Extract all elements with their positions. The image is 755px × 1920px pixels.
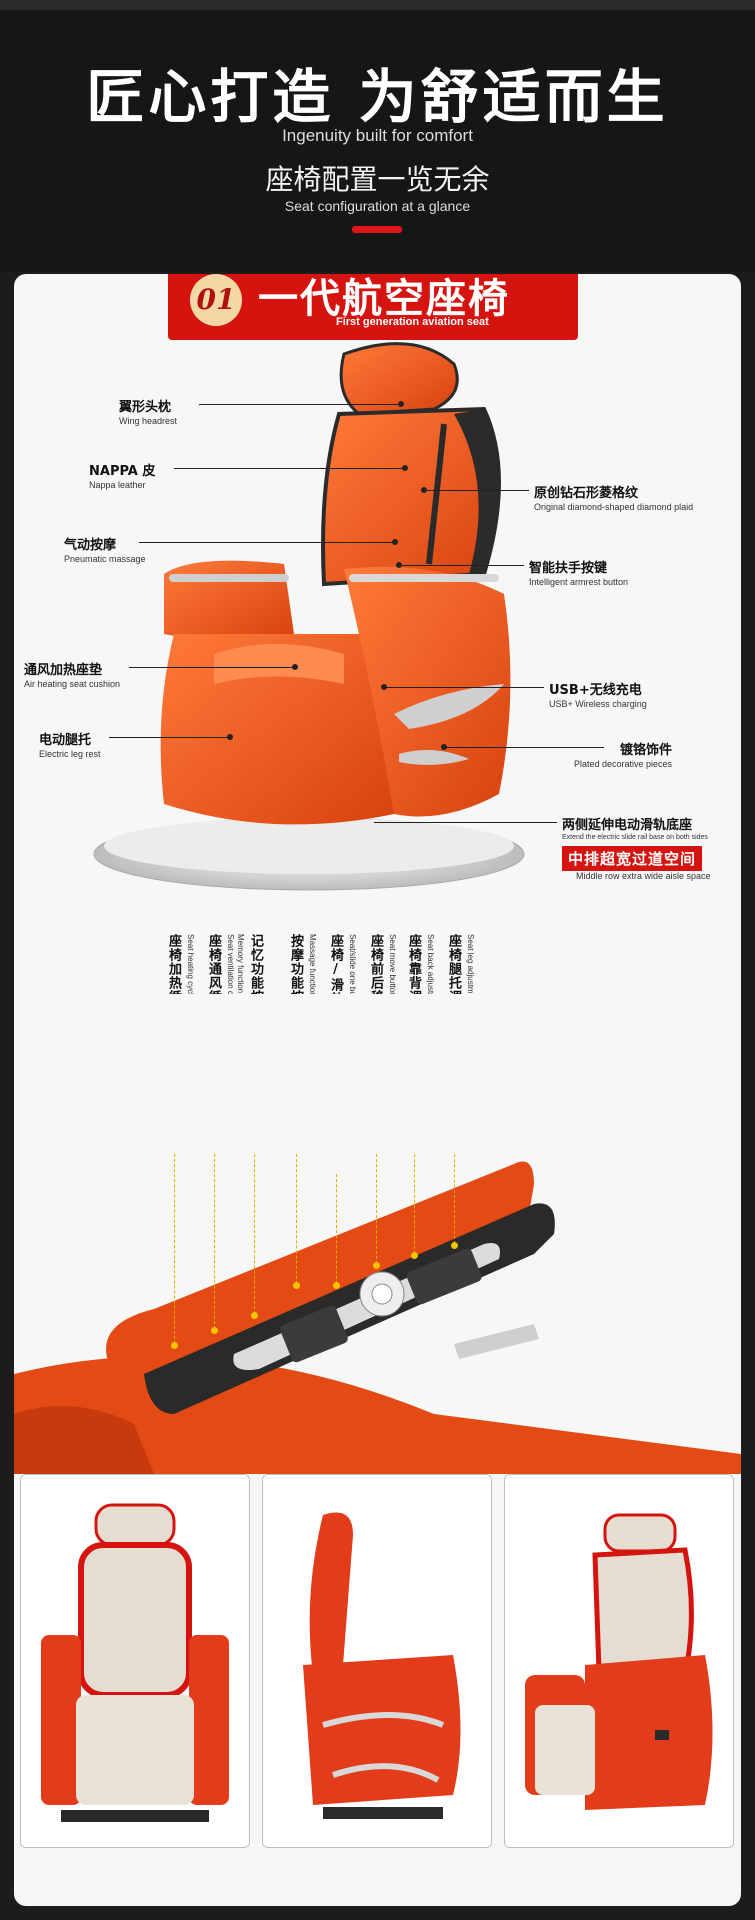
connector-back: [414, 1154, 415, 1254]
leader-dot: [441, 744, 447, 750]
label-massage-button-en: Massage function button: [308, 934, 317, 1022]
seat-variant-gallery: [20, 1474, 735, 1848]
connector-dot: [251, 1312, 258, 1319]
top-strip: [0, 0, 755, 10]
leader-dot: [227, 734, 233, 740]
leader-line: [139, 542, 394, 543]
seat-front-view: [20, 1474, 250, 1848]
seat-feature-diagram: 翼形头枕 Wing headrest NAPPA 皮 Nappa leather…: [14, 334, 741, 934]
connector-move: [376, 1154, 377, 1264]
badge-number: 01: [190, 274, 242, 326]
header-banner: 匠心打造 为舒适而生 Ingenuity built for comfort 座…: [0, 10, 755, 272]
leader-line: [374, 822, 557, 823]
connector-dot: [171, 1342, 178, 1349]
leader-line: [384, 687, 544, 688]
connector-heating: [174, 1154, 175, 1344]
badge-title: 一代航空座椅: [258, 276, 510, 322]
label-seat-ventilation-button-en: Seat ventilation cycle button: [226, 934, 235, 1034]
aisle-space-en: Middle row extra wide aisle space: [576, 871, 711, 881]
leader-dot: [421, 487, 427, 493]
subtitle2-en: Seat configuration at a glance: [284, 198, 471, 214]
connector-dot: [373, 1262, 380, 1269]
leader-dot: [381, 684, 387, 690]
connector-massage: [296, 1154, 297, 1284]
leader-dot: [292, 664, 298, 670]
section-badge: 01 一代航空座椅 First generation aviation seat: [168, 274, 578, 340]
seat-illustration: [93, 342, 525, 891]
leader-line: [444, 747, 604, 748]
connector-reset: [336, 1174, 337, 1284]
label-seat-move-button-en: Seat move button: [388, 934, 397, 997]
badge-title-en: First generation aviation seat: [336, 316, 489, 328]
label-seat-heating-button-en: Seat heating cycle button: [186, 934, 195, 1024]
connector-dot: [411, 1252, 418, 1259]
connector-dot: [451, 1242, 458, 1249]
feature-electric-leg-rest: 电动腿托 Electric leg rest: [39, 733, 101, 759]
leader-dot: [402, 465, 408, 471]
leader-dot: [392, 539, 398, 545]
feature-wing-headrest: 翼形头枕 Wing headrest: [119, 400, 178, 426]
feature-plated-pieces: 镀铬饰件 Plated decorative pieces: [574, 743, 673, 769]
connector-dot: [293, 1282, 300, 1289]
feature-usb-wireless-charging: USB+无线充电 USB+ Wireless charging: [549, 683, 647, 709]
seat-three-quarter-view: [504, 1474, 734, 1848]
leader-dot: [396, 562, 402, 568]
connector-ventilation: [214, 1154, 215, 1329]
leader-line: [174, 468, 404, 469]
connector-memory: [254, 1154, 255, 1314]
leader-line: [424, 490, 529, 491]
label-reset-button-en: Seat/slide one button reset button: [348, 934, 357, 1054]
label-back-adjust-button-en: Seat back adjustment button: [426, 934, 435, 1036]
feature-pneumatic-massage: 气动按摩 Pneumatic massage: [64, 538, 146, 564]
connector-dot: [333, 1282, 340, 1289]
feature-armrest-button: 智能扶手按键 Intelligent armrest button: [529, 561, 629, 587]
leader-dot: [398, 401, 404, 407]
leader-line: [199, 404, 399, 405]
leader-line: [109, 737, 229, 738]
page-title: 匠心打造 为舒适而生: [86, 63, 669, 131]
product-card: 01 一代航空座椅 First generation aviation seat: [14, 274, 741, 1906]
feature-nappa-leather: NAPPA 皮 Nappa leather: [89, 464, 156, 490]
feature-diamond-plaid: 原创钻石形菱格纹 Original diamond-shaped diamond…: [534, 486, 694, 512]
seat-side-view: [262, 1474, 492, 1848]
label-leg-adjust-button-en: Seat leg adjustment button: [466, 934, 475, 1030]
accent-divider: [352, 226, 402, 233]
subtitle-cn: 座椅配置一览无余: [265, 163, 490, 196]
subtitle-en: Ingenuity built for comfort: [282, 126, 473, 145]
leader-line: [399, 565, 524, 566]
feature-slide-rail-base: 两侧延伸电动滑轨底座 Extend the electric slide rai…: [562, 818, 708, 841]
connector-dot: [211, 1327, 218, 1334]
aisle-space-badge: 中排超宽过道空间: [562, 846, 703, 871]
feature-air-heating-cushion: 通风加热座垫 Air heating seat cushion: [24, 663, 121, 689]
armrest-closeup-illustration: [14, 994, 741, 1474]
leader-line: [129, 667, 294, 668]
label-memory-button-en: Memory function key: [236, 934, 245, 1008]
connector-leg: [454, 1154, 455, 1244]
